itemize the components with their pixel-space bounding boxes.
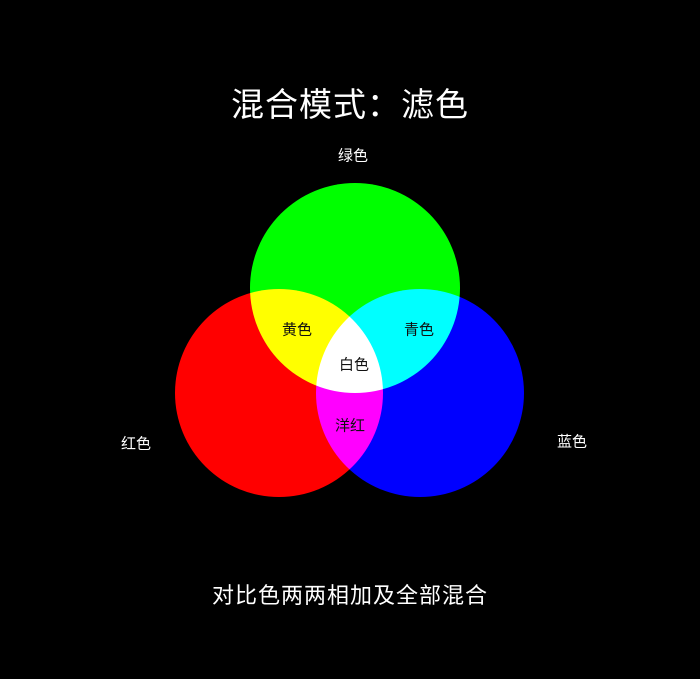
label-yellow: 黄色 bbox=[281, 320, 313, 339]
label-green: 绿色 bbox=[337, 146, 369, 165]
label-red: 红色 bbox=[120, 434, 152, 453]
label-magenta: 洋红 bbox=[334, 416, 366, 435]
label-blue: 蓝色 bbox=[556, 432, 588, 451]
blue-circle bbox=[316, 289, 524, 497]
label-white: 白色 bbox=[338, 355, 370, 374]
diagram-title: 混合模式：滤色 bbox=[231, 85, 469, 124]
diagram-caption: 对比色两两相加及全部混合 bbox=[211, 584, 488, 609]
label-cyan: 青色 bbox=[403, 320, 435, 339]
